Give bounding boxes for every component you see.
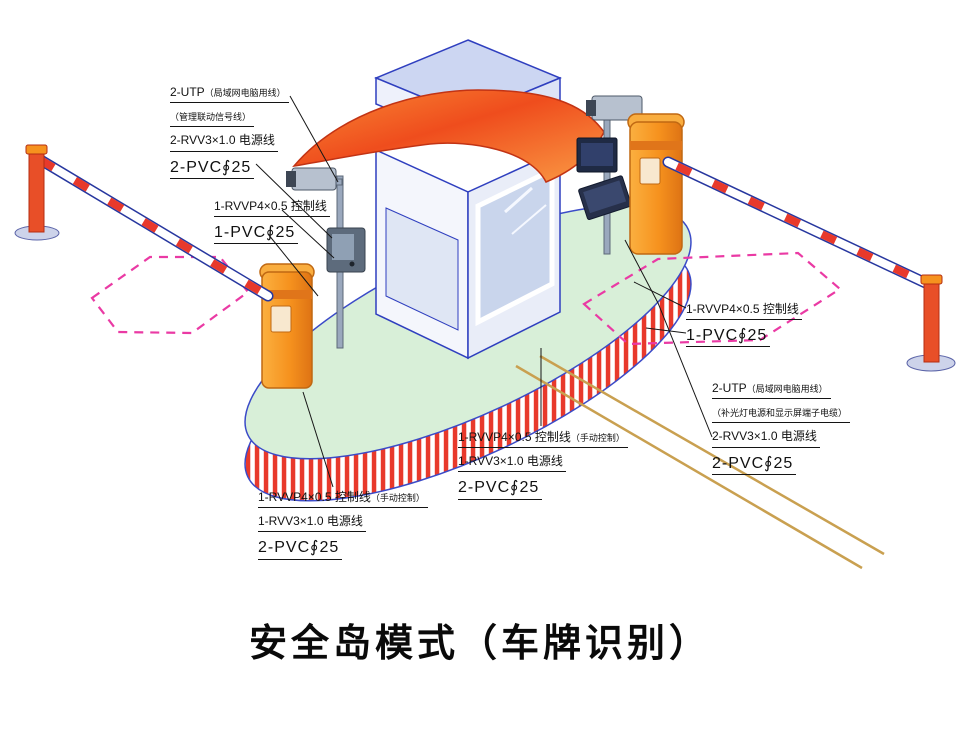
cable-conduit: 2-PVC∮25 [258,539,340,557]
entry-barrier-cabinet [259,263,315,389]
cable-conduit: 2-PVC∮25 [458,479,540,497]
cable-control: 1-RVVP4×0.5 控制线 [458,430,571,444]
booth-side-panel [385,207,459,331]
lane-guide-lines [515,354,885,570]
diagram-title: 安全岛模式（车牌识别） [248,623,711,665]
cable-code: 2-UTP [712,381,747,395]
entry-camera-icon [291,167,337,191]
cable-control: 1-RVVP4×0.5 控制线 [214,199,327,213]
cable-control: 1-RVVP4×0.5 控制线 [258,490,371,504]
cable-power: 1-RVV3×1.0 电源线 [258,514,363,529]
cable-note: （手动控制） [370,493,425,503]
cable-code: 2-UTP [170,85,205,99]
cable-conduit: 2-PVC∮25 [712,454,794,472]
cable-power: 2-RVV3×1.0 电源线 [712,429,817,444]
exit-arm-support-post [906,274,956,372]
cable-note: （局域网电脑用线） [204,88,286,98]
cable-conduit: 1-PVC∮25 [686,327,768,345]
cable-conduit: 1-PVC∮25 [214,224,296,242]
cable-label-entry-network: 2-UTP （局域网电脑用线） （管理联动信号线） 2-RVV3×1.0 电源线… [170,82,289,182]
entry-barrier-arm [28,150,274,302]
cable-power: 2-RVV3×1.0 电源线 [170,133,275,148]
cable-conduit: 2-PVC∮25 [170,158,252,176]
cable-power: 1-RVV3×1.0 电源线 [458,454,563,469]
booth-window [475,166,555,327]
cable-note: （补光灯电源和显示屏端子电缆） [712,408,848,419]
cable-note: （局域网电脑用线） [746,384,828,394]
cable-control: 1-RVVP4×0.5 控制线 [686,302,799,316]
booth-canopy [292,89,605,183]
cable-label-exit-control: 1-RVVP4×0.5 控制线 1-PVC∮25 [686,299,802,350]
cable-note: （手动控制） [570,433,625,443]
cable-label-exit-network: 2-UTP （局域网电脑用线） （补光灯电源和显示屏端子电缆） 2-RVV3×1… [712,378,851,478]
guard-booth [292,39,605,360]
cable-label-entry-barrier: 1-RVVP4×0.5 控制线 （手动控制） 1-RVV3×1.0 电源线 2-… [258,487,428,563]
entry-ground-loop [90,255,250,335]
exit-camera-pole [576,95,643,255]
cable-label-entry-control: 1-RVVP4×0.5 控制线 1-PVC∮25 [214,196,330,247]
entry-camera-pole [286,167,366,349]
entry-arm-support-post [14,144,60,241]
exit-barrier-cabinet [627,113,685,255]
cable-note: （管理联动信号线） [170,112,252,123]
exit-barrier-arm [662,156,938,292]
leader-lines [255,95,713,488]
cable-label-exit-barrier: 1-RVVP4×0.5 控制线 （手动控制） 1-RVV3×1.0 电源线 2-… [458,427,628,503]
exit-ground-loop [582,251,842,346]
